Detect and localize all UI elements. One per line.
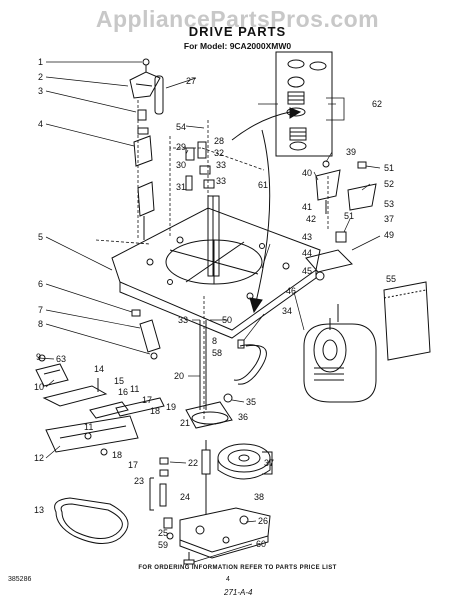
drive-motor — [303, 323, 377, 403]
part-label-39: 39 — [346, 147, 356, 157]
part-label-37b: 37 — [264, 458, 274, 468]
part-label-62: 62 — [372, 99, 382, 109]
part-label-44: 44 — [302, 248, 312, 258]
part-label-18b: 18 — [112, 450, 122, 460]
part-label-51b: 51 — [344, 211, 354, 221]
part-label-11: 11 — [130, 384, 139, 394]
part-label-17: 17 — [142, 395, 152, 405]
part-label-35: 35 — [246, 397, 256, 407]
part-label-49: 49 — [384, 230, 394, 240]
sleeve-27 — [154, 75, 164, 115]
part-label-8b: 8 — [212, 336, 217, 346]
page-number: 4 — [226, 576, 230, 583]
part-label-53: 53 — [384, 199, 394, 209]
part-label-16: 16 — [118, 387, 128, 397]
flow-arrow-top — [231, 111, 291, 141]
brake-arm — [45, 415, 139, 453]
diagram-code: 385286 — [8, 576, 32, 583]
flow-arrow-bottom — [255, 129, 271, 303]
part-label-55: 55 — [386, 274, 396, 284]
part-label-19: 19 — [166, 402, 176, 412]
part-label-17b: 17 — [128, 460, 138, 470]
part-label-43: 43 — [302, 232, 312, 242]
part-label-22: 22 — [188, 458, 198, 468]
part-label-14: 14 — [94, 364, 104, 374]
part-label-11b: 11 — [84, 422, 93, 432]
part-label-4: 4 — [38, 119, 43, 129]
part-label-30: 30 — [176, 160, 186, 170]
part-label-13: 13 — [34, 505, 44, 515]
part-label-46: 46 — [286, 286, 296, 296]
part-label-6: 6 — [38, 279, 43, 289]
part-label-2: 2 — [38, 72, 43, 82]
motor-shield — [383, 281, 431, 361]
drive-belt — [54, 497, 129, 544]
part-label-18: 18 — [150, 406, 160, 416]
part-label-33b: 33 — [216, 176, 226, 186]
part-label-31: 31 — [176, 182, 186, 192]
part-label-33: 33 — [216, 160, 226, 170]
page-title: DRIVE PARTS — [188, 24, 287, 39]
part-label-3: 3 — [38, 86, 43, 96]
part-label-45: 45 — [302, 266, 312, 276]
part-label-41: 41 — [302, 202, 312, 212]
part-label-21: 21 — [180, 418, 190, 428]
tub-base-plate-edge — [119, 270, 317, 339]
part-label-36: 36 — [238, 412, 248, 422]
part-label-32: 32 — [214, 148, 224, 158]
part-label-58: 58 — [212, 348, 222, 358]
part-label-5: 5 — [38, 232, 43, 242]
part-label-61: 61 — [258, 180, 268, 190]
drain-hose — [233, 344, 261, 381]
part-label-8: 8 — [38, 319, 43, 329]
site-watermark: AppliancePartsPros.com — [95, 6, 380, 32]
part-label-12: 12 — [34, 453, 44, 463]
handwritten-code: 271-A-4 — [224, 588, 253, 597]
part-label-33c: 33 — [178, 315, 188, 325]
part-label-34: 34 — [282, 306, 292, 316]
part-label-38: 38 — [254, 492, 264, 502]
part-label-52: 52 — [384, 179, 394, 189]
model-subtitle: For Model: 9CA2000XMW0 — [183, 41, 292, 51]
part-label-7: 7 — [38, 305, 43, 315]
part-label-50: 50 — [222, 315, 232, 325]
part-label-42: 42 — [306, 214, 316, 224]
part-label-9: 9 — [36, 352, 41, 362]
part-label-28: 28 — [214, 136, 224, 146]
part-label-27: 27 — [186, 76, 196, 86]
part-label-37: 37 — [384, 214, 394, 224]
part-label-24: 24 — [180, 492, 190, 502]
part-label-1: 1 — [38, 57, 43, 67]
part-label-60: 60 — [256, 539, 266, 549]
part-label-15: 15 — [114, 376, 124, 386]
part-label-26: 26 — [258, 516, 268, 526]
part-label-51: 51 — [384, 163, 394, 173]
part-label-54: 54 — [176, 122, 186, 132]
part-label-40: 40 — [302, 168, 312, 178]
part-label-25: 25 — [158, 528, 168, 538]
part-label-63: 63 — [56, 354, 66, 364]
drive-pulley — [217, 443, 271, 473]
part-label-20: 20 — [174, 371, 184, 381]
part-label-29: 29 — [176, 142, 186, 152]
part-label-59: 59 — [158, 540, 168, 550]
part-label-23: 23 — [134, 476, 144, 486]
ordering-note: FOR ORDERING INFORMATION REFER TO PARTS … — [138, 565, 337, 571]
part-label-10: 10 — [34, 382, 44, 392]
